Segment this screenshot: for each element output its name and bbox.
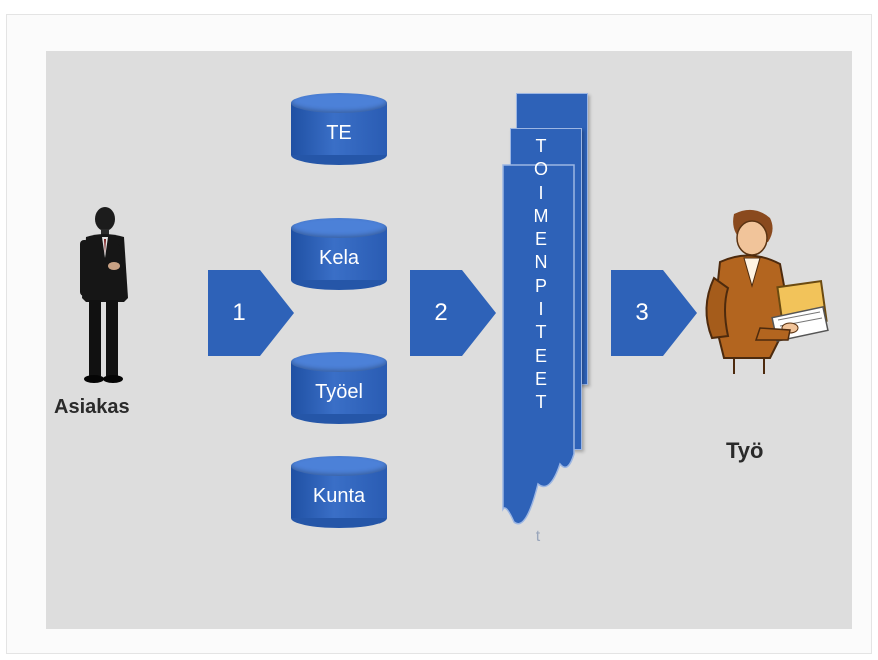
step-2-number: 2: [434, 299, 448, 326]
measures-letter: E: [534, 345, 547, 366]
step-3-number: 3: [635, 299, 649, 326]
measures-letter: I: [538, 299, 544, 320]
stray-character: t: [535, 528, 541, 545]
database-kela: Kela: [291, 218, 387, 290]
measures-letter: O: [533, 159, 548, 180]
office-worker-icon: [705, 209, 829, 374]
measures-letter: E: [534, 368, 547, 389]
database-te-label: TE: [326, 122, 352, 144]
measures-letter: I: [538, 182, 544, 203]
step-1-arrow: 1: [208, 270, 294, 356]
businessman-icon: [80, 207, 128, 383]
step-2-arrow: 2: [410, 270, 496, 356]
measures-letter: M: [533, 205, 549, 226]
measures-letter: N: [534, 252, 548, 273]
document-page-front: [502, 164, 575, 525]
measures-letter: E: [534, 229, 547, 250]
database-tyoel: Työel: [291, 352, 387, 424]
step-3-arrow: 3: [611, 270, 697, 356]
database-te: TE: [291, 93, 387, 165]
measures-letter: T: [535, 322, 547, 343]
measures-letter: T: [535, 392, 547, 413]
work-label: Työ: [726, 438, 764, 463]
database-tyoel-label: Työel: [315, 381, 363, 403]
measures-letter: P: [534, 275, 547, 296]
database-kela-label: Kela: [318, 247, 360, 269]
step-1-number: 1: [232, 299, 246, 326]
measures-letter: T: [535, 136, 547, 156]
measures-vertical-text: T O I M E N P I T E E T: [512, 135, 570, 415]
database-kunta: Kunta: [291, 456, 387, 528]
database-kunta-label: Kunta: [312, 485, 366, 507]
customer-label: Asiakas: [54, 396, 130, 418]
